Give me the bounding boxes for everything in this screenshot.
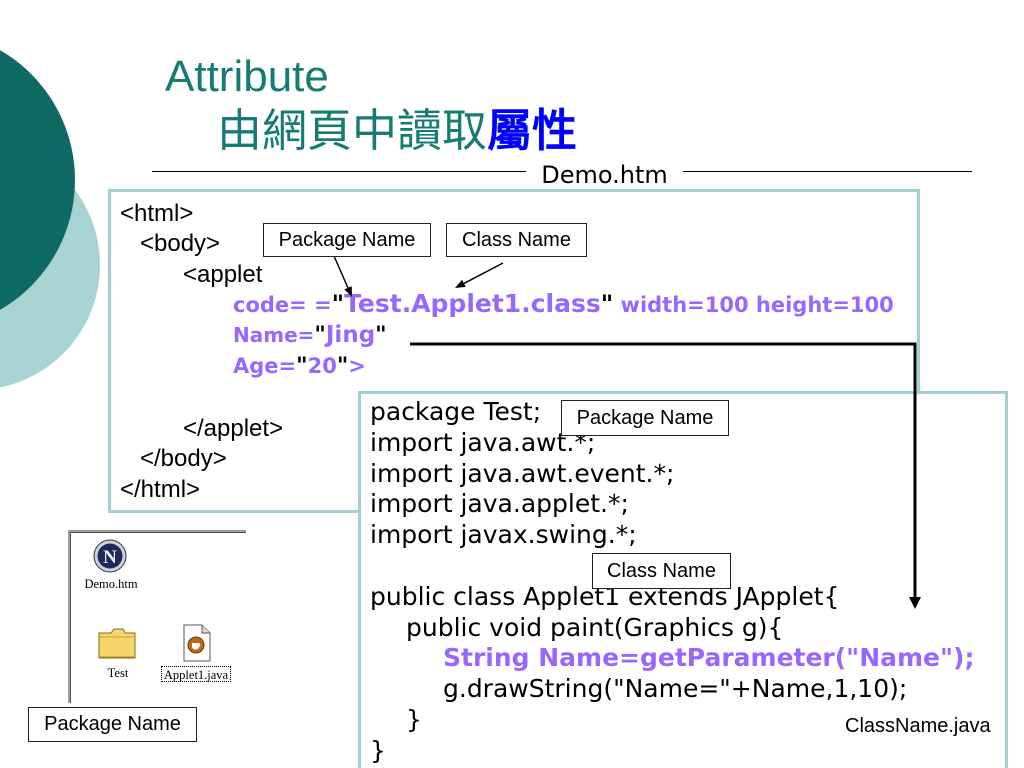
netscape-document-icon[interactable]: N	[92, 538, 128, 574]
code-line-import-awt-event: import java.awt.event.*;	[370, 458, 675, 488]
applet-code-attribute: code= ="Test.Applet1.class" width=100 he…	[233, 289, 894, 320]
applet-tag-end: >	[348, 354, 366, 378]
html-open-tag: <html>	[120, 200, 194, 227]
slide-subtitle: 由網頁中讀取屬性	[217, 106, 577, 156]
applet-close-tag: </applet>	[183, 415, 284, 442]
caption-rule-left	[152, 171, 526, 172]
dark-teal-circle	[0, 50, 75, 310]
package-name-callout-html: Package Name	[263, 223, 431, 257]
code-attr-name: code= =	[233, 293, 332, 317]
applet-open-tag: <applet	[183, 261, 263, 288]
code-line-import-applet: import java.applet.*;	[370, 489, 629, 519]
java-source-file-icon[interactable]	[180, 623, 214, 663]
age-param-key: Age=	[233, 354, 297, 378]
netscape-logo-letter: N	[103, 547, 117, 568]
code-line-get-parameter: String Name=getParameter("Name");	[443, 643, 975, 673]
age-param-quote-open: "	[296, 354, 308, 379]
file-label-applet1-java[interactable]: Applet1.java	[161, 666, 231, 682]
class-name-callout-html: Class Name	[446, 223, 587, 257]
folder-label-test[interactable]: Test	[107, 666, 129, 680]
java-file-label: ClassName.java	[845, 715, 991, 737]
code-line-class-close: }	[370, 735, 386, 765]
file-label-demo-htm[interactable]: Demo.htm	[84, 577, 138, 591]
name-param-quote-close: "	[375, 323, 387, 348]
code-attr-quote-close: "	[600, 290, 614, 318]
body-open-tag: <body>	[140, 230, 221, 257]
slide-title: Attribute	[165, 52, 329, 101]
code-attr-value: Test.Applet1.class	[344, 289, 601, 318]
subtitle-text: 由網頁中讀取	[217, 104, 488, 157]
age-param-value: 20	[307, 354, 337, 378]
package-name-callout-java: Package Name	[561, 400, 729, 436]
java-code-box: package Test; import java.awt.*; import …	[358, 391, 1008, 768]
file-explorer-panel: N Demo.htm Test Applet1.java	[68, 530, 246, 703]
html-close-tag: </html>	[120, 476, 201, 503]
code-line-paint-method: public void paint(Graphics g){	[406, 612, 784, 642]
package-name-callout-explorer: Package Name	[28, 707, 197, 742]
name-param-value: Jing	[325, 322, 376, 348]
caption-rule-right	[683, 171, 972, 172]
code-attr-size: width=100 height=100	[613, 293, 894, 317]
name-param-quote-open: "	[314, 323, 326, 348]
code-line-import-swing: import javax.swing.*;	[370, 520, 637, 550]
code-line-draw-string: g.drawString("Name="+Name,1,10);	[443, 674, 908, 704]
body-close-tag: </body>	[140, 445, 227, 472]
subtitle-highlight: 屬性	[487, 104, 578, 157]
applet-age-param: Age="20">	[233, 351, 366, 382]
class-name-callout-java: Class Name	[592, 553, 731, 589]
age-param-quote-close: "	[336, 354, 349, 379]
applet-name-param: Name="Jing"	[233, 320, 387, 351]
name-param-key: Name=	[233, 323, 315, 347]
folder-icon[interactable]	[97, 625, 137, 661]
teal-circle-decoration	[0, 50, 100, 388]
code-attr-quote-open: "	[331, 290, 345, 318]
code-line-method-close: }	[406, 704, 422, 734]
section-caption: Demo.htm	[541, 161, 668, 189]
